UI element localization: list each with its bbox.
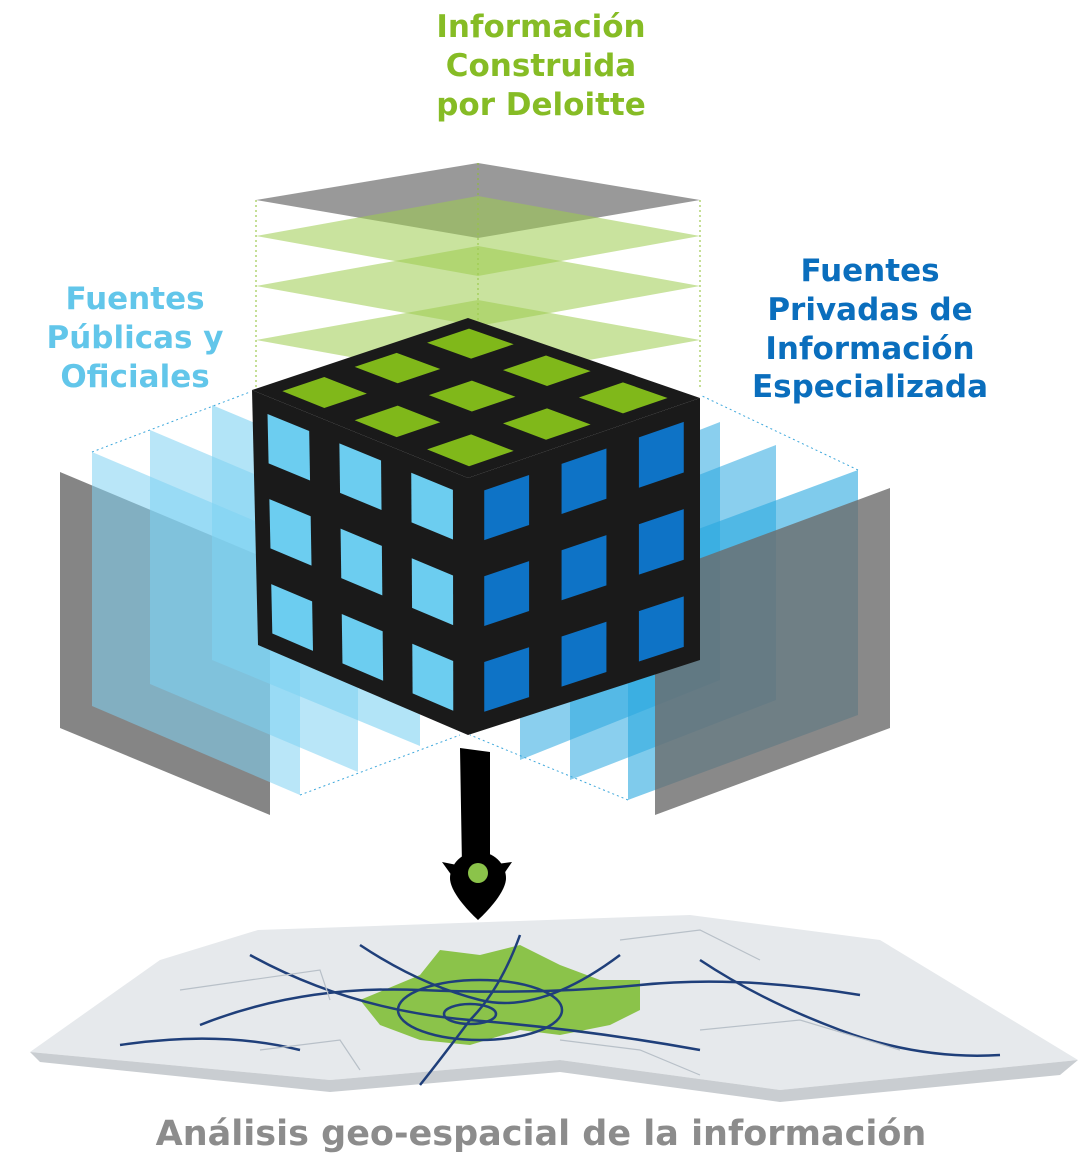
right-label-line-1: Fuentes [800, 253, 940, 289]
cube-top-tile [502, 408, 591, 440]
cube-right-tile [638, 509, 684, 575]
cube-top-tile [427, 434, 514, 467]
right-label: Fuentes Privadas de Información Especial… [730, 252, 1010, 407]
cube-left-tile [412, 643, 454, 711]
cube-left-tile [411, 558, 454, 626]
top-label: Información Construida por Deloitte [341, 8, 741, 124]
right-label-line-3: Información [765, 330, 975, 367]
left-label-line-1: Fuentes [65, 281, 205, 317]
cube-top-tile [578, 382, 668, 414]
top-green-layer-2 [256, 246, 700, 326]
top-label-line-2: Construida [445, 47, 637, 84]
cube-left-tile [340, 528, 383, 596]
right-label-line-2: Privadas de [767, 291, 973, 328]
cube-right-tile [638, 421, 684, 488]
cube-right-tile [484, 475, 530, 541]
cube-right-tile [484, 647, 530, 712]
left-label-line-2: Públicas y [46, 319, 224, 356]
map-illustration [30, 852, 1078, 1102]
right-label-line-4: Especializada [751, 369, 989, 406]
cube-right-tile [638, 596, 684, 662]
location-pin-icon [450, 852, 506, 920]
cube-left-tile [269, 499, 312, 566]
cube-left-tile [271, 584, 313, 651]
left-label: Fuentes Públicas y Oficiales [10, 280, 260, 396]
cube-left-tile [339, 443, 382, 510]
left-label-line-3: Oficiales [60, 358, 210, 395]
cube-right-tile [561, 535, 607, 601]
cube-top-tile [354, 352, 441, 384]
top-label-line-3: por Deloitte [436, 86, 646, 123]
cube-right-tile [561, 621, 607, 687]
cube-top-tile [282, 377, 367, 408]
rubiks-cube [252, 318, 700, 735]
top-green-layer-1 [256, 196, 700, 276]
right-gray-layer [655, 488, 890, 815]
cube-top-tile [427, 328, 514, 359]
top-label-line-1: Información [436, 9, 646, 45]
cube-right-tile [484, 561, 530, 626]
cube-left-tile [341, 613, 384, 681]
cube-left-tile [411, 472, 453, 540]
cube-left-tile [267, 414, 311, 481]
top-layers [255, 163, 701, 390]
cube-top-tile [502, 355, 591, 386]
bottom-caption: Análisis geo-espacial de la información [155, 1114, 927, 1154]
cube-right-tile [561, 448, 607, 514]
cube-top-tile [354, 405, 441, 438]
cube-top-tile [428, 380, 516, 412]
map-green-area [360, 945, 640, 1045]
